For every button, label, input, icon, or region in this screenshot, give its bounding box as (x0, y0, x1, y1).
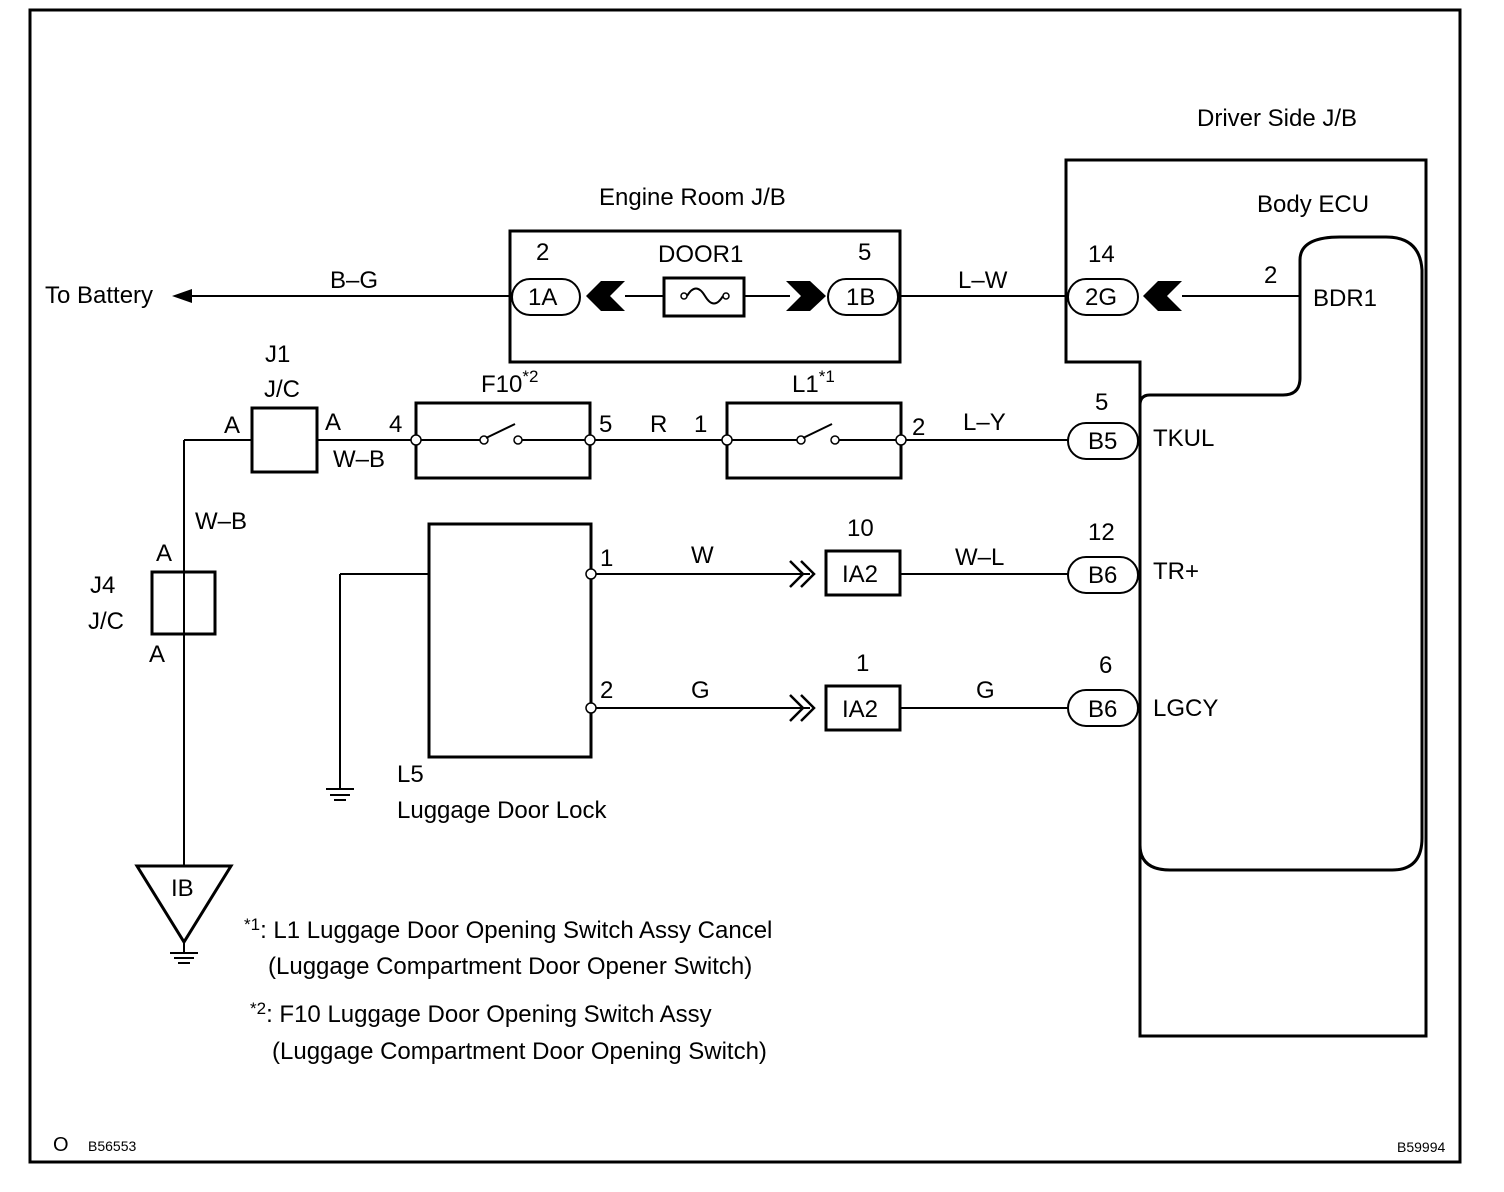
connector-ia2-g-label: IA2 (842, 696, 878, 723)
connector-b6-tr (1067, 556, 1139, 594)
wire-color-l5-ia2-w: W (691, 542, 714, 569)
diagram-border (28, 8, 1462, 1164)
connector-b5-label: B5 (1088, 428, 1117, 455)
l5-pin-1: 1 (600, 545, 613, 572)
driver-jb-box (1064, 158, 1428, 1038)
connector-1b-label: 1B (846, 284, 875, 311)
f10-pin-in: 4 (389, 411, 402, 438)
ecu-terminal-bdr1: BDR1 (1313, 285, 1377, 312)
pin-bdr1: 2 (1264, 262, 1277, 289)
to-battery-label: To Battery (45, 282, 153, 309)
ground-ib-label: IB (171, 875, 194, 902)
f10-label: F10*2 (481, 367, 538, 398)
j1-right-pin: A (325, 409, 341, 436)
note-1-line1: *1: L1 Luggage Door Opening Switch Assy … (244, 915, 772, 944)
pin-2g: 14 (1088, 241, 1115, 268)
driver-jb-label: Driver Side J/B (1197, 105, 1357, 132)
ia2-g-pin: 1 (856, 650, 869, 677)
wire-color-j1-f10: W–B (333, 446, 385, 473)
connector-1a-chevron (586, 281, 625, 311)
j4-bottom-pin: A (149, 641, 165, 668)
connector-1a-label: 1A (528, 284, 557, 311)
connector-2g-label: 2G (1085, 284, 1117, 311)
l5-pin-2: 2 (600, 677, 613, 704)
connector-ia2-g (824, 684, 902, 732)
wire-color-door1-ecu: L–W (958, 267, 1008, 294)
wire-color-ia2-ecu-wl: W–L (955, 544, 1004, 571)
ecu-terminal-tkul: TKUL (1153, 425, 1214, 452)
ecu-terminal-trp: TR+ (1153, 558, 1199, 585)
engine-jb-label: Engine Room J/B (599, 184, 786, 211)
wire-color-j1-j4: W–B (195, 508, 247, 535)
l1-label: L1*1 (792, 367, 835, 398)
connector-1b-chevron (786, 281, 826, 311)
ia2-w-pin: 10 (847, 515, 874, 542)
wire-color-ia2-ecu-g: G (976, 677, 995, 704)
door1-label: DOOR1 (658, 241, 743, 268)
wire-color-l5-ia2-g: G (691, 677, 710, 704)
connector-b6-lg (1067, 689, 1139, 727)
note-1-line2: (Luggage Compartment Door Opener Switch) (268, 953, 752, 980)
footer-right-code: B59994 (1397, 1139, 1445, 1155)
footer-left-mark: O (53, 1134, 69, 1156)
wire-color-f10-l1: R (650, 411, 667, 438)
junction-j1 (250, 406, 319, 474)
note-2-line2: (Luggage Compartment Door Opening Switch… (272, 1038, 767, 1065)
footer-left-code: B56553 (88, 1138, 136, 1154)
f10-pin-out: 5 (599, 411, 612, 438)
j1-left-pin: A (224, 412, 240, 439)
connector-1a (511, 278, 581, 316)
connector-ia2-w-label: IA2 (842, 561, 878, 588)
j4-label: J4 (90, 572, 115, 599)
wire-color-l1-ecu: L–Y (963, 409, 1006, 436)
pin-1a: 2 (536, 239, 549, 266)
l5-name: Luggage Door Lock (397, 797, 607, 824)
body-ecu-box (1138, 235, 1424, 872)
pin-b5: 5 (1095, 389, 1108, 416)
connector-ia2-w (824, 549, 902, 597)
connector-2g-chevron (1143, 281, 1182, 311)
l1-pin-out: 2 (912, 414, 925, 441)
connector-2g (1067, 278, 1139, 316)
ecu-terminal-lgcy: LGCY (1153, 695, 1218, 722)
j4-jc-label: J/C (88, 608, 124, 635)
ground-point-ib (134, 864, 234, 945)
wire-color-battery: B–G (330, 267, 378, 294)
l1-pin-in: 1 (694, 411, 707, 438)
pin-b6-tr: 12 (1088, 519, 1115, 546)
fuse-door1 (662, 276, 746, 318)
ia2-g-chevron (789, 694, 805, 722)
body-ecu-label: Body ECU (1257, 191, 1369, 218)
pin-b6-lg: 6 (1099, 652, 1112, 679)
j1-label: J1 (265, 341, 290, 368)
note-2-line1: *2: F10 Luggage Door Opening Switch Assy (250, 999, 712, 1028)
connector-b6-tr-label: B6 (1088, 562, 1117, 589)
j1-jc-label: J/C (264, 376, 300, 403)
j4-top-pin: A (156, 540, 172, 567)
connector-b6-lg-label: B6 (1088, 696, 1117, 723)
battery-arrow (172, 289, 192, 303)
connector-b5 (1067, 422, 1139, 460)
fuse-symbol (686, 287, 724, 305)
ia2-w-chevron (789, 560, 805, 588)
luggage-door-lock-l5 (427, 522, 593, 759)
pin-1b: 5 (858, 239, 871, 266)
l5-label: L5 (397, 761, 424, 788)
